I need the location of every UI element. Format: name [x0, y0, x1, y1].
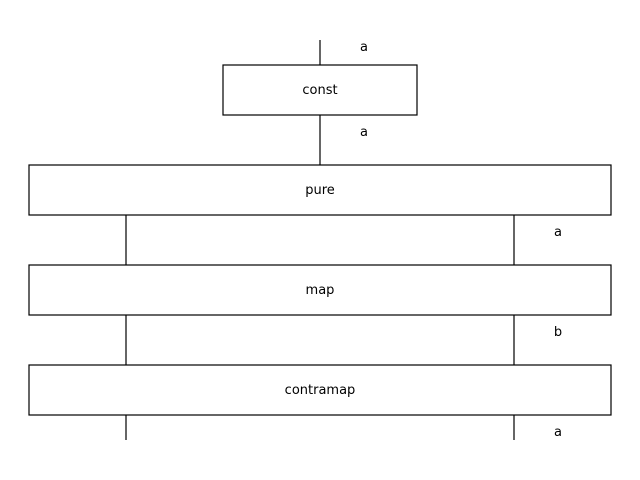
box-map: map	[28, 264, 612, 316]
wire-label-const-out: a	[360, 125, 368, 140]
box-map-frame	[28, 264, 612, 316]
box-contramap: contramap	[28, 364, 612, 416]
wire-label-input: a	[360, 40, 368, 55]
box-contramap-frame	[28, 364, 612, 416]
wire-label-map-out: b	[554, 325, 562, 340]
box-const: const	[222, 64, 418, 116]
box-const-frame	[222, 64, 418, 116]
box-const-label: const	[302, 83, 337, 98]
box-map-label: map	[306, 283, 335, 298]
wire-label-contramap-out: a	[554, 425, 562, 440]
box-contramap-label: contramap	[285, 383, 356, 398]
box-pure-label: pure	[305, 183, 335, 198]
box-pure-frame	[28, 164, 612, 216]
wire-label-pure-out: a	[554, 225, 562, 240]
box-pure: pure	[28, 164, 612, 216]
